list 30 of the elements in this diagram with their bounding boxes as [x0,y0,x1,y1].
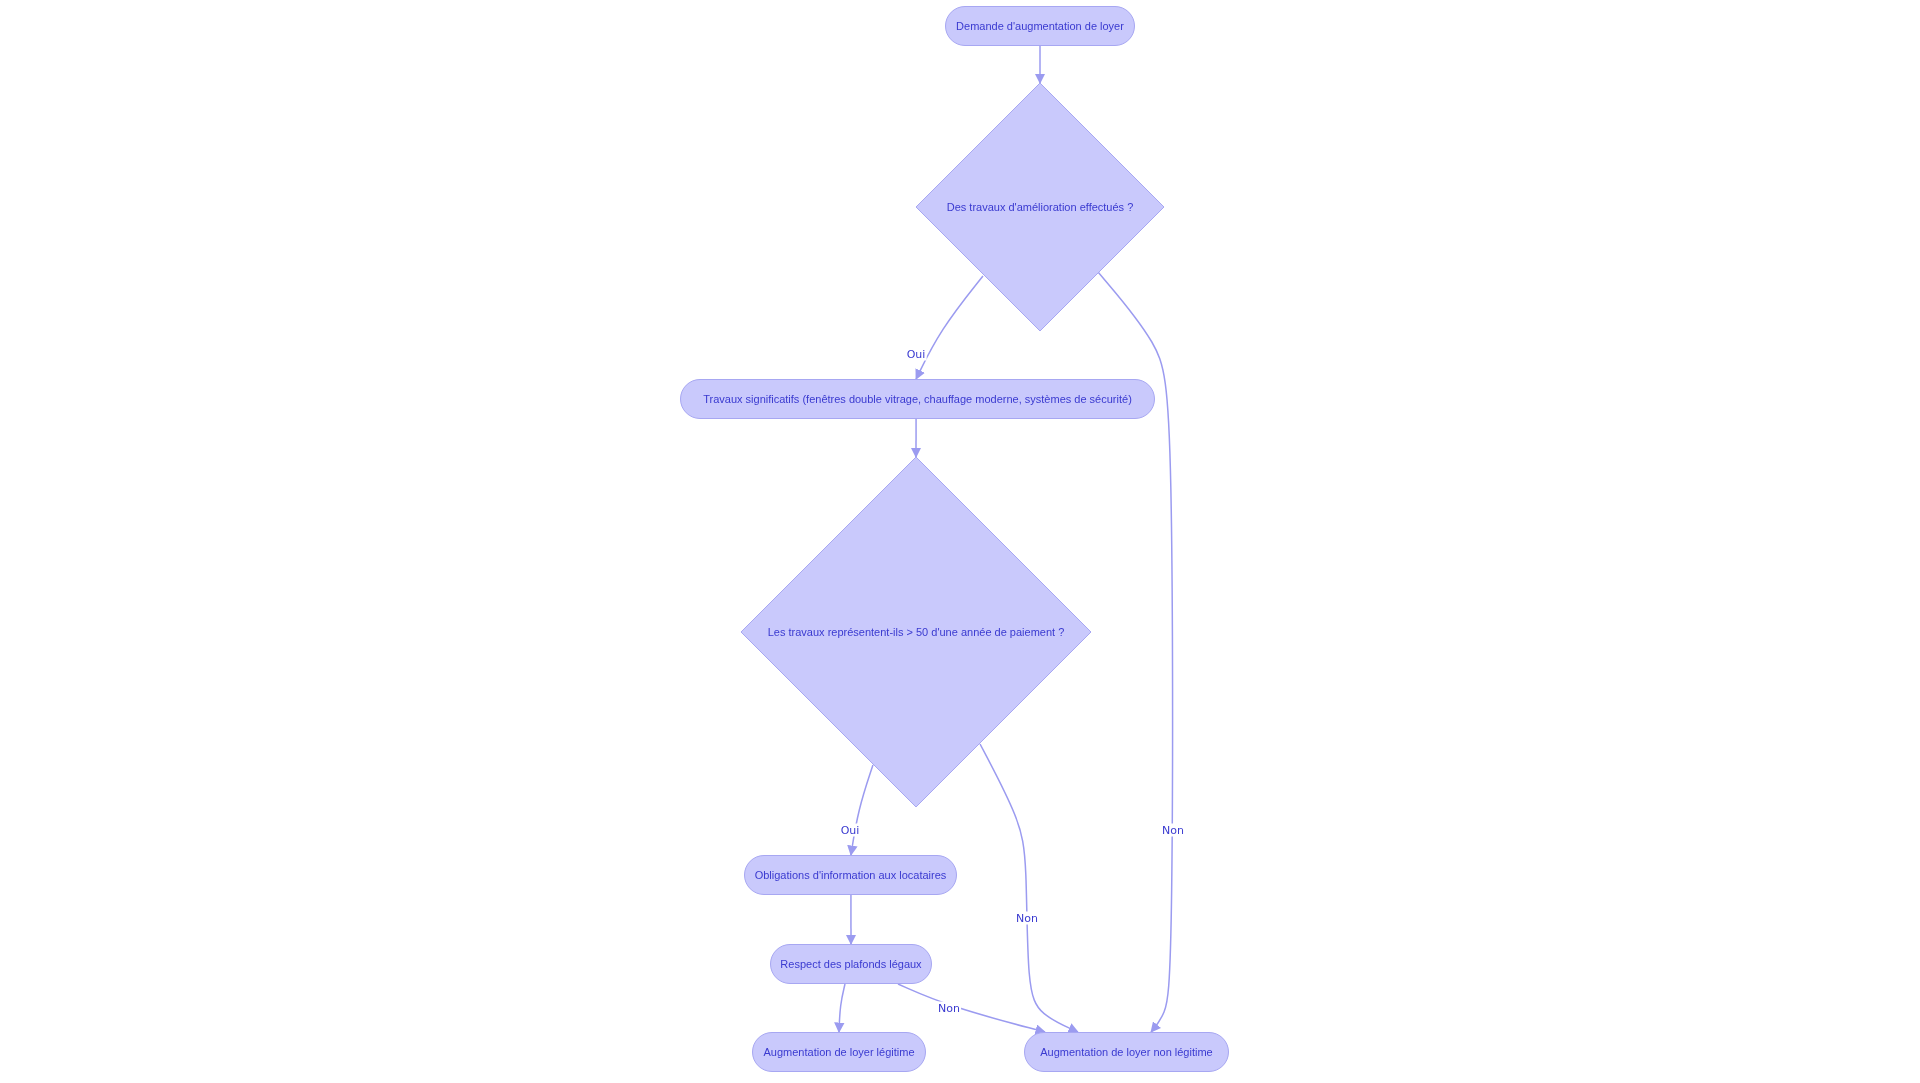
edge-label: Oui [905,347,927,361]
process-box [680,379,1155,419]
decision-diamond [916,83,1164,331]
process-box [752,1032,926,1072]
arrow [910,418,922,459]
arrow [845,894,857,946]
node-text: Travaux significatifs (fenêtres double vitrage, chauffage moderne, systèmes de sécurité) [703,393,1132,405]
edge-label: Non [1161,823,1185,837]
node-text: Obligations d'information aux locataires [754,869,947,881]
node-text: Demande d'augmentation de loyer [956,20,1124,32]
process-box [744,855,957,895]
edge-label: Oui [839,823,861,837]
process-box [945,6,1135,46]
arrow [847,764,874,857]
arrow [1097,271,1174,1033]
arrow [1034,45,1046,85]
edge-label: Non [1015,911,1039,925]
node-text: Augmentation de loyer non légitime [1040,1046,1213,1058]
decision-diamond [741,457,1091,807]
node-text: Des travaux d'amélioration effectués ? [946,201,1134,213]
node-text: Respect des plafonds légaux [780,958,922,970]
node-text: Les travaux représentent-ils > 50 d'une année de paiement ? [767,626,1065,638]
arrow [834,983,846,1034]
node-text: Augmentation de loyer légitime [763,1046,915,1058]
arrow [915,275,984,380]
arrow [979,743,1079,1033]
process-box [1024,1032,1229,1072]
arrow [897,983,1046,1035]
edge-label: Non [937,1001,961,1015]
process-box [770,944,932,984]
